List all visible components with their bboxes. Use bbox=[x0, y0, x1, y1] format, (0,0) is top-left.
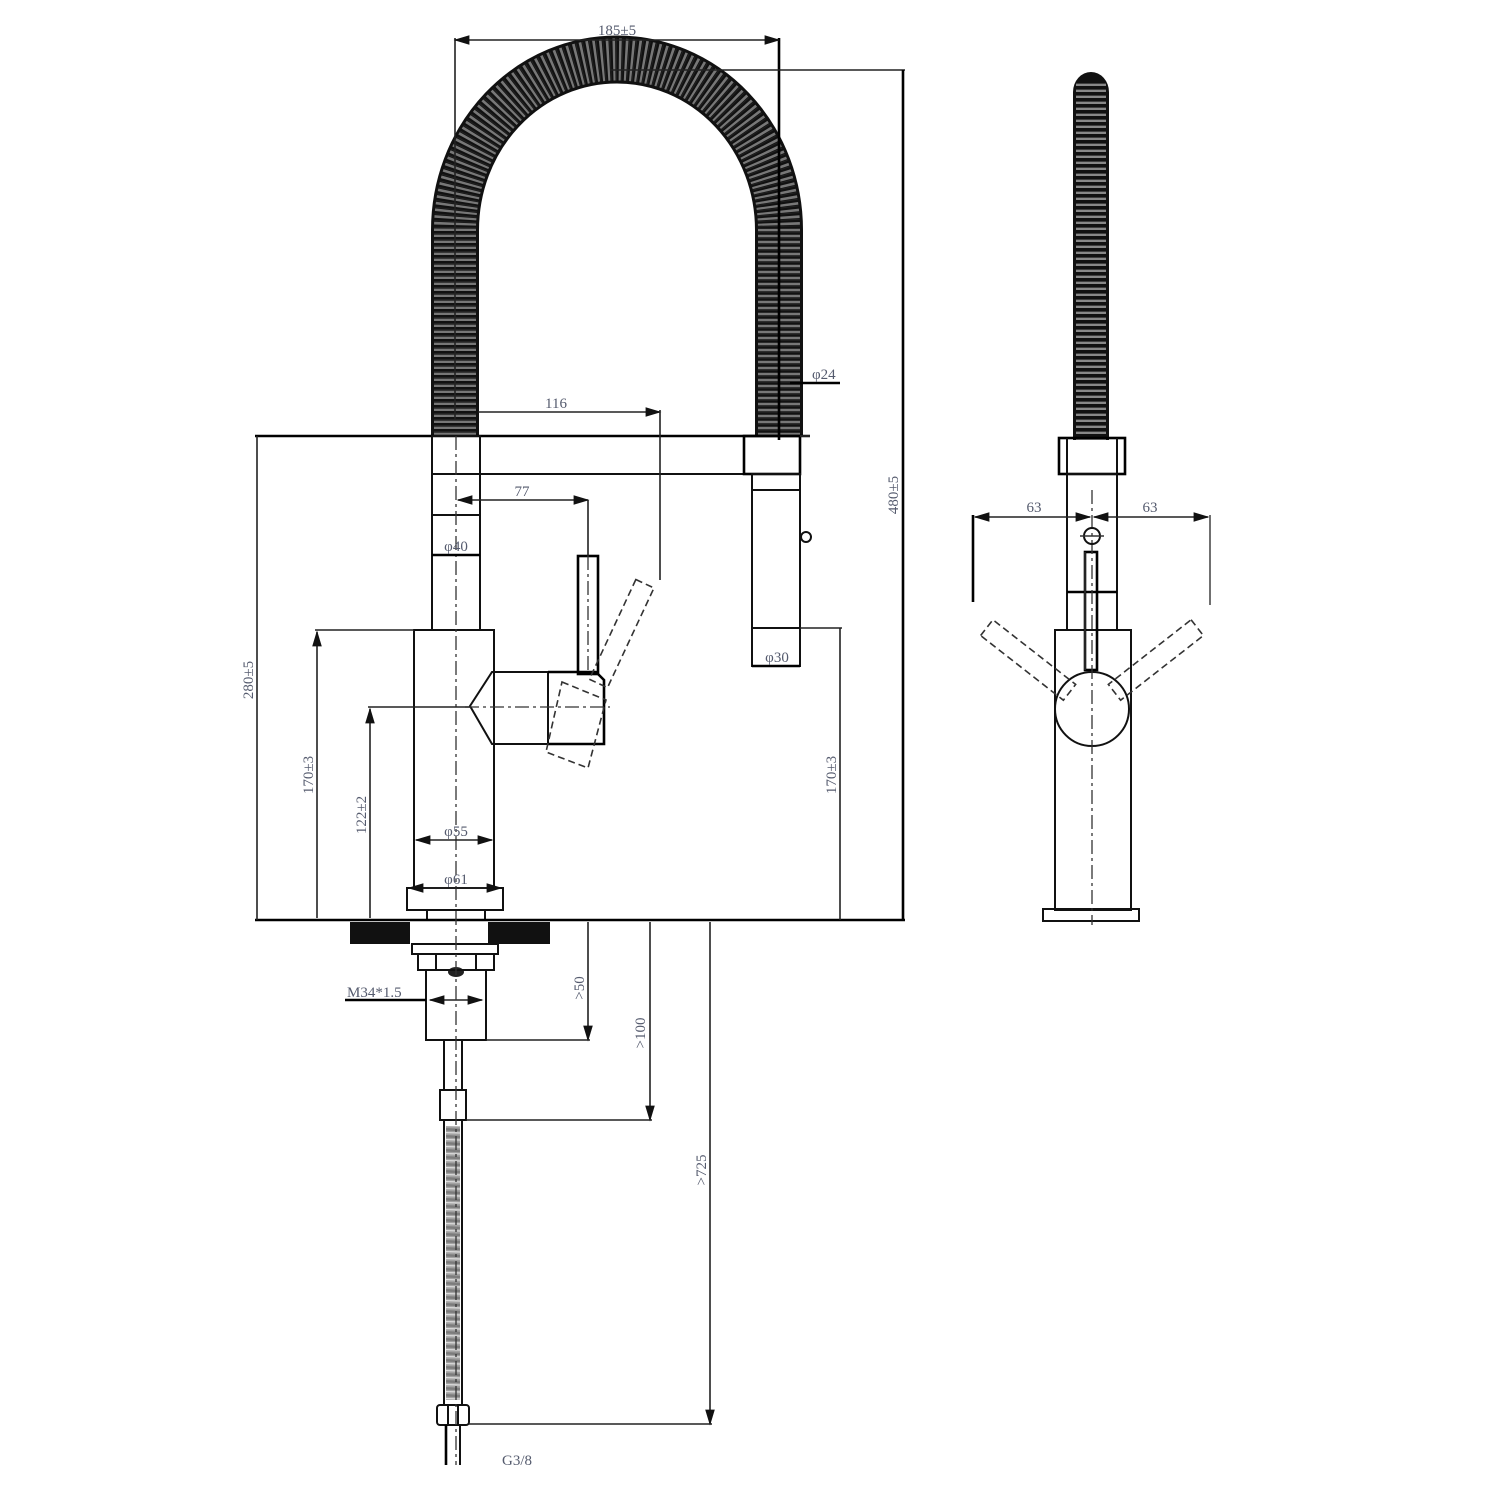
dim-handle-axis-height: 122±2 bbox=[354, 796, 370, 834]
spring-hose bbox=[431, 35, 803, 435]
dim-base-diameter: φ61 bbox=[444, 872, 468, 888]
spray-head bbox=[751, 473, 801, 667]
dim-body-height-right: 170±3 bbox=[824, 756, 840, 794]
dim-hose-length: >725 bbox=[694, 1155, 710, 1186]
dim-spray-head-diameter: φ30 bbox=[765, 650, 789, 666]
faucet-body bbox=[413, 629, 495, 889]
dim-upper-body-diameter: φ40 bbox=[444, 539, 468, 555]
dim-body-height-to-spout: 280±5 bbox=[241, 661, 257, 699]
side-collar bbox=[1057, 436, 1127, 476]
base-flange bbox=[406, 887, 504, 911]
dim-hose-diameter: φ24 bbox=[812, 367, 836, 383]
countertop-section-right bbox=[488, 922, 550, 944]
side-base bbox=[1042, 908, 1140, 922]
dim-thread: M34*1.5 bbox=[347, 985, 402, 1001]
dim-handle-swing-left: 63 bbox=[1027, 500, 1042, 516]
supply-pipe bbox=[443, 1039, 463, 1091]
dim-handle-offset: 77 bbox=[515, 484, 531, 500]
dim-connector: G3/8 bbox=[502, 1453, 532, 1469]
dim-hose-min-clearance: >100 bbox=[633, 1018, 649, 1049]
dim-spout-width: 185±5 bbox=[598, 23, 636, 39]
g38-connector bbox=[436, 1404, 470, 1426]
braided-hose bbox=[443, 1119, 463, 1406]
dim-total-height: 480±5 bbox=[886, 476, 902, 514]
dim-body-height-left: 170±3 bbox=[301, 756, 317, 794]
handle-housing bbox=[468, 671, 549, 745]
dim-body-diameter: φ55 bbox=[444, 824, 468, 840]
dim-handle-swing-right: 63 bbox=[1143, 500, 1158, 516]
countertop-section-left bbox=[350, 922, 410, 944]
dim-under-counter-min: >50 bbox=[572, 976, 588, 999]
dim-spout-reach: 116 bbox=[545, 396, 567, 412]
side-spring-hose bbox=[1073, 72, 1109, 440]
front-view: 185±5 480±5 φ24 116 77 φ40 φ30 280±5 170… bbox=[241, 23, 905, 1469]
side-view: 63 63 bbox=[971, 72, 1211, 925]
